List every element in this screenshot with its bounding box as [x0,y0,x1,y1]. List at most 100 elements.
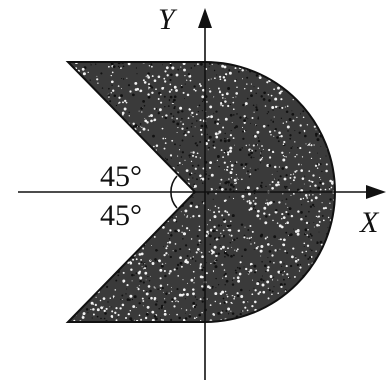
texture-speck [64,128,65,129]
texture-speck [153,79,157,82]
texture-speck [296,232,300,236]
texture-speck [87,116,90,118]
texture-speck [232,59,234,61]
texture-speck [210,187,213,191]
texture-speck [196,298,198,301]
texture-speck [248,201,252,205]
texture-speck [215,259,218,262]
texture-speck [151,65,153,68]
texture-speck [195,155,198,158]
texture-speck [244,129,247,132]
texture-speck [118,245,121,247]
texture-speck [176,122,180,126]
texture-speck [281,62,283,65]
texture-speck [69,306,71,308]
texture-speck [181,127,184,130]
texture-speck [65,130,66,131]
texture-speck [220,311,223,314]
texture-speck [224,199,227,202]
texture-speck [151,91,154,95]
texture-speck [190,126,193,128]
texture-speck [288,207,292,211]
texture-speck [79,268,82,271]
texture-speck [115,319,118,322]
texture-speck [134,326,136,328]
texture-speck [281,167,285,170]
texture-speck [244,102,248,106]
texture-speck [259,249,263,253]
texture-speck [62,81,65,84]
texture-speck [268,148,271,152]
texture-speck [290,194,292,196]
texture-speck [314,164,318,167]
texture-speck [330,186,333,189]
texture-speck [243,234,246,237]
texture-speck [294,230,298,233]
texture-speck [328,81,330,84]
texture-speck [60,235,61,236]
texture-speck [174,143,176,146]
texture-speck [271,293,273,296]
texture-speck [295,94,297,97]
texture-speck [221,64,225,68]
texture-speck [76,177,80,181]
texture-speck [311,291,314,294]
texture-speck [153,286,155,288]
texture-speck [338,111,339,112]
texture-speck [94,263,97,265]
texture-speck [185,309,188,311]
texture-speck [290,214,294,218]
texture-speck [112,232,116,236]
texture-speck [128,298,131,301]
texture-speck [284,187,287,190]
texture-speck [91,279,95,283]
texture-speck [87,71,89,74]
texture-speck [120,247,123,249]
texture-speck [233,114,235,116]
texture-speck [157,59,159,61]
texture-speck [186,215,189,217]
texture-speck [88,206,90,208]
texture-speck [83,206,86,209]
texture-speck [209,304,212,306]
texture-speck [184,83,186,85]
texture-speck [127,312,130,316]
texture-speck [261,186,263,189]
texture-speck [68,301,69,305]
texture-speck [221,224,223,226]
texture-speck [105,325,107,327]
texture-speck [315,275,318,278]
texture-speck [243,266,245,268]
texture-speck [85,276,87,278]
texture-speck [212,140,215,144]
texture-speck [72,263,74,265]
texture-speck [310,239,312,241]
texture-speck [267,257,269,259]
texture-speck [82,72,86,76]
texture-speck [126,288,128,290]
texture-speck [318,231,320,233]
texture-speck [334,232,335,235]
texture-speck [115,148,119,152]
texture-speck [129,309,132,312]
texture-speck [325,163,328,166]
texture-speck [337,69,338,70]
texture-speck [245,323,247,325]
texture-speck [155,108,158,110]
texture-speck [335,113,337,115]
texture-speck [95,226,97,229]
texture-speck [230,177,233,179]
texture-speck [323,134,325,136]
texture-speck [206,298,208,300]
texture-speck [100,306,104,310]
texture-speck [216,159,219,162]
texture-speck [215,253,218,255]
texture-speck [253,264,257,268]
texture-speck [272,200,275,203]
texture-speck [61,126,62,127]
texture-speck [268,164,272,167]
texture-speck [108,96,110,98]
texture-speck [302,294,305,297]
texture-speck [310,180,312,182]
texture-speck [222,97,224,99]
